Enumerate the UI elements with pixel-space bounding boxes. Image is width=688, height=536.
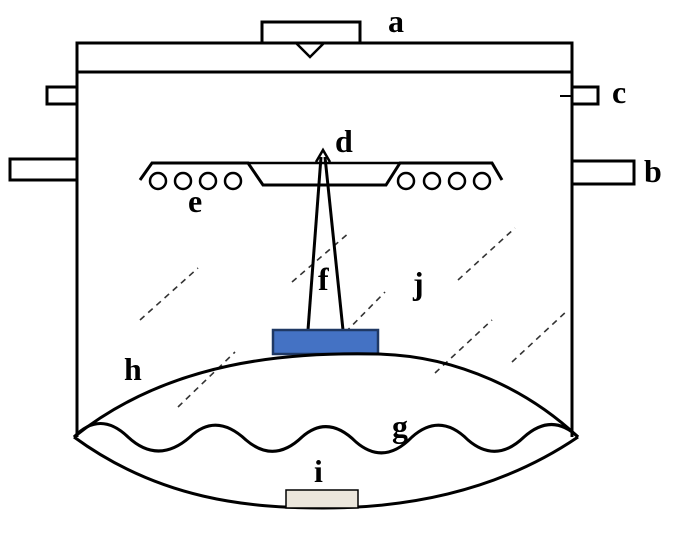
sample-platform: [271, 328, 380, 356]
label-j: j: [412, 265, 424, 301]
tube-circle: [447, 171, 467, 191]
right-side-tube: [572, 159, 636, 186]
right-clamp: [572, 85, 600, 106]
label-e: e: [188, 183, 202, 219]
label-b: b: [644, 153, 662, 189]
suspension-tip: [314, 147, 332, 163]
label-h: h: [124, 351, 142, 387]
tube-circle: [148, 171, 168, 191]
label-g: g: [392, 408, 408, 444]
tube-circle: [396, 171, 416, 191]
lid: [75, 41, 574, 74]
distributor-plate: [138, 161, 504, 187]
tube-circle: [422, 171, 442, 191]
lid-knob: [260, 20, 362, 43]
left-side-tube: [8, 157, 77, 182]
stand-leg-left: [306, 156, 323, 331]
left-clamp: [45, 85, 77, 106]
tube-circle: [198, 171, 218, 191]
label-a: a: [388, 3, 404, 39]
stand-leg-right: [323, 156, 345, 331]
tube-circle: [472, 171, 492, 191]
tube-circle: [173, 171, 193, 191]
label-i: i: [314, 453, 323, 489]
label-d: d: [335, 123, 353, 159]
wavy-membrane: [72, 422, 580, 455]
label-c: c: [612, 74, 626, 110]
lower-dome: [73, 352, 580, 439]
bottom-outlet: [285, 489, 359, 509]
tube-circle: [223, 171, 243, 191]
tube-row-left: [148, 171, 243, 191]
label-f: f: [318, 261, 329, 297]
glass-hatching: [139, 227, 569, 408]
lid-cone: [295, 42, 325, 59]
tube-row-right: [396, 171, 492, 191]
